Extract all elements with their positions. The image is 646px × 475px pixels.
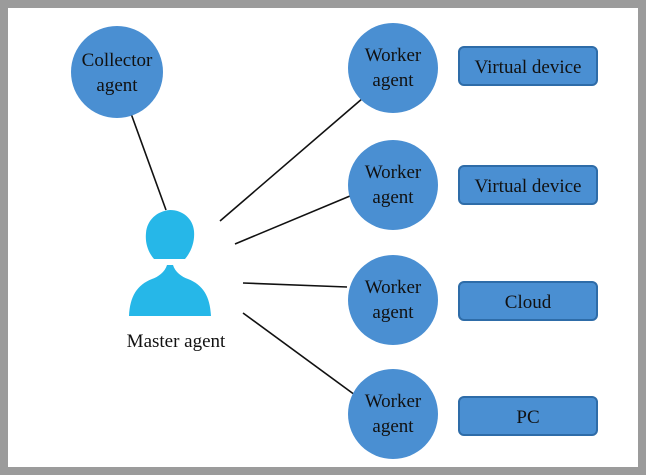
worker-agent-circle <box>348 369 438 459</box>
device-box-rect <box>458 281 598 321</box>
worker-agent-label-line2: agent <box>372 187 414 208</box>
device-label: Cloud <box>505 292 552 313</box>
master-agent-node: Master agent <box>127 210 226 352</box>
device-box-rect <box>458 396 598 436</box>
collector-agent-circle <box>71 26 163 118</box>
collector-agent-node: Collector agent <box>71 26 163 118</box>
worker-agent-label-line1: Worker <box>365 162 422 183</box>
master-worker-3-line <box>242 282 348 288</box>
master-worker-1-line <box>219 97 364 222</box>
collector-master-line <box>128 107 167 211</box>
device-box: PC <box>458 396 598 436</box>
worker-agent-circle <box>348 23 438 113</box>
worker-agent-node: Worker agent <box>348 23 438 113</box>
worker-agent-label-line1: Worker <box>365 391 422 412</box>
device-label: Virtual device <box>474 57 581 78</box>
device-box: Virtual device <box>458 46 598 86</box>
worker-agent-label-line1: Worker <box>365 45 422 66</box>
collector-agent-label-line1: Collector <box>82 50 153 71</box>
worker-agent-circle <box>348 140 438 230</box>
collector-agent-label-line2: agent <box>96 75 138 96</box>
device-label: PC <box>516 407 539 428</box>
worker-agent-circle <box>348 255 438 345</box>
device-box-rect <box>458 46 598 86</box>
device-box: Cloud <box>458 281 598 321</box>
master-worker-4-line <box>242 312 356 396</box>
worker-agent-node: Worker agent <box>348 369 438 459</box>
device-box: Virtual device <box>458 165 598 205</box>
worker-agent-node: Worker agent <box>348 140 438 230</box>
device-box-rect <box>458 165 598 205</box>
master-worker-2-line <box>234 195 351 245</box>
worker-agent-label-line2: agent <box>372 70 414 91</box>
device-label: Virtual device <box>474 176 581 197</box>
master-agent-label: Master agent <box>127 331 226 352</box>
person-icon <box>129 210 211 316</box>
worker-agent-node: Worker agent <box>348 255 438 345</box>
worker-agent-label-line1: Worker <box>365 277 422 298</box>
worker-agent-label-line2: agent <box>372 302 414 323</box>
worker-agent-label-line2: agent <box>372 416 414 437</box>
